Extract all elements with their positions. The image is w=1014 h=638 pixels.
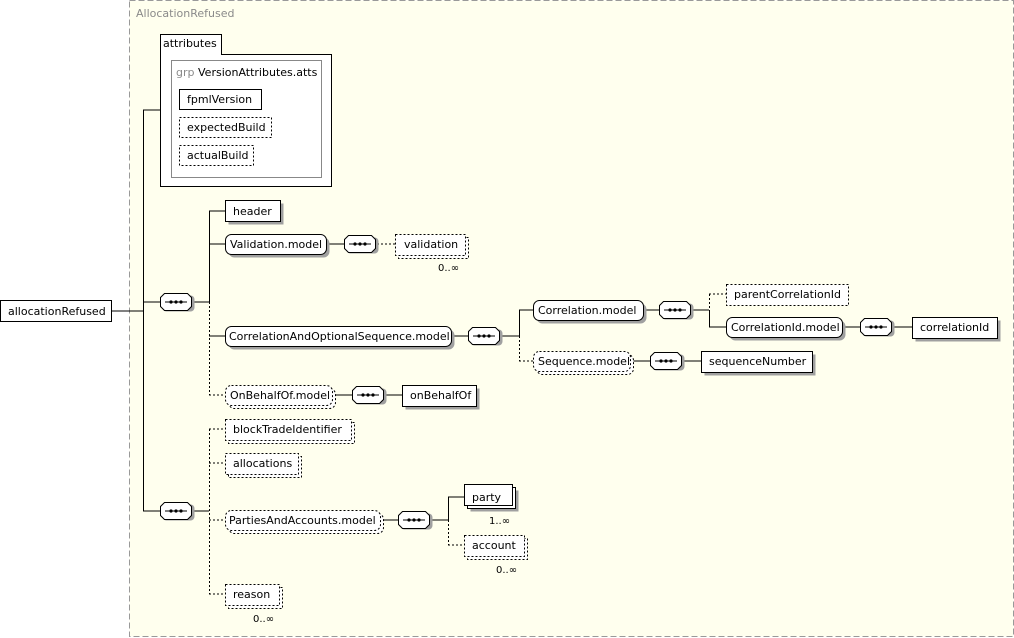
sequence-compositor-icon	[344, 235, 379, 254]
element-account-label: account	[472, 539, 517, 552]
root-element-allocationrefused: allocationRefused	[0, 300, 112, 322]
sequence-compositor-icon	[650, 352, 685, 371]
element-correlation-id: correlationId	[912, 317, 1001, 342]
element-reason: reason 0..∞	[225, 584, 283, 625]
attribute-expectedbuild: expectedBuild	[187, 121, 266, 134]
group-correlation-and-optional-sequence-model: CorrelationAndOptionalSequence.model	[225, 326, 455, 350]
element-block-trade-identifier: blockTradeIdentifier	[225, 419, 355, 444]
group-name: VersionAttributes.atts	[198, 66, 318, 79]
sequence-compositor-icon	[160, 293, 195, 312]
group-prefix: grp	[176, 66, 195, 79]
group-correlation-id-model: CorrelationId.model	[726, 317, 846, 341]
element-allocations: allocations	[225, 453, 302, 478]
element-validation-label: validation	[404, 238, 458, 251]
element-parent-correlation-id-label: parentCorrelationId	[734, 288, 841, 301]
attributes-title: attributes	[163, 37, 217, 50]
element-on-behalf-of-label: onBehalfOf	[410, 389, 472, 402]
element-parent-correlation-id: parentCorrelationId	[726, 284, 849, 306]
sequence-compositor-icon	[659, 301, 694, 320]
sequence-compositor-icon	[398, 511, 433, 530]
group-validation-model-label: Validation.model	[230, 238, 322, 251]
element-reason-label: reason	[233, 588, 270, 601]
group-correlation-model: Correlation.model	[533, 300, 647, 324]
element-sequence-number-label: sequenceNumber	[709, 355, 807, 368]
element-sequence-number: sequenceNumber	[701, 351, 816, 376]
validation-cardinality: 0..∞	[438, 263, 459, 274]
element-party: party 1..∞	[464, 484, 519, 527]
group-on-behalf-of-model-label: OnBehalfOf.model	[230, 389, 330, 402]
root-element-label: allocationRefused	[8, 305, 106, 318]
group-correlation-model-label: Correlation.model	[538, 304, 636, 317]
account-cardinality: 0..∞	[496, 565, 517, 576]
attribute-fpmlversion-box	[179, 89, 262, 110]
element-block-trade-identifier-label: blockTradeIdentifier	[233, 423, 342, 436]
element-allocations-label: allocations	[233, 457, 292, 470]
group-validation-model: Validation.model	[225, 234, 330, 258]
attributes-panel: attributes grp VersionAttributes.atts fp…	[160, 34, 332, 187]
sequence-compositor-icon	[160, 502, 195, 521]
group-on-behalf-of-model: OnBehalfOf.model	[225, 385, 336, 409]
group-parties-and-accounts-model: PartiesAndAccounts.model	[225, 510, 384, 534]
complex-type-caption: AllocationRefused	[136, 7, 234, 20]
element-on-behalf-of: onBehalfOf	[402, 385, 480, 410]
attribute-fpmlversion: fpmlVersion	[187, 93, 252, 106]
reason-cardinality: 0..∞	[253, 614, 274, 625]
element-validation: validation 0..∞	[395, 234, 469, 274]
sequence-compositor-icon	[860, 318, 895, 337]
connector-lines	[112, 109, 912, 595]
sequence-compositor-icon	[352, 386, 387, 405]
group-parties-and-accounts-model-label: PartiesAndAccounts.model	[229, 514, 376, 527]
element-header-label: header	[233, 205, 272, 218]
group-correlation-and-optional-sequence-model-label: CorrelationAndOptionalSequence.model	[229, 330, 450, 343]
sequence-compositor-icon	[468, 327, 503, 346]
attribute-expectedbuild-box	[179, 117, 272, 138]
group-correlation-id-model-label: CorrelationId.model	[731, 321, 840, 334]
element-correlation-id-label: correlationId	[920, 321, 989, 334]
group-sequence-model: Sequence.model	[533, 351, 634, 375]
element-account: account 0..∞	[464, 535, 528, 576]
attribute-actualbuild-box	[179, 145, 254, 166]
element-party-label: party	[472, 491, 502, 504]
element-header: header	[225, 200, 284, 225]
party-cardinality: 1..∞	[489, 516, 510, 527]
attribute-actualbuild: actualBuild	[187, 149, 248, 162]
group-sequence-model-label: Sequence.model	[538, 355, 630, 368]
